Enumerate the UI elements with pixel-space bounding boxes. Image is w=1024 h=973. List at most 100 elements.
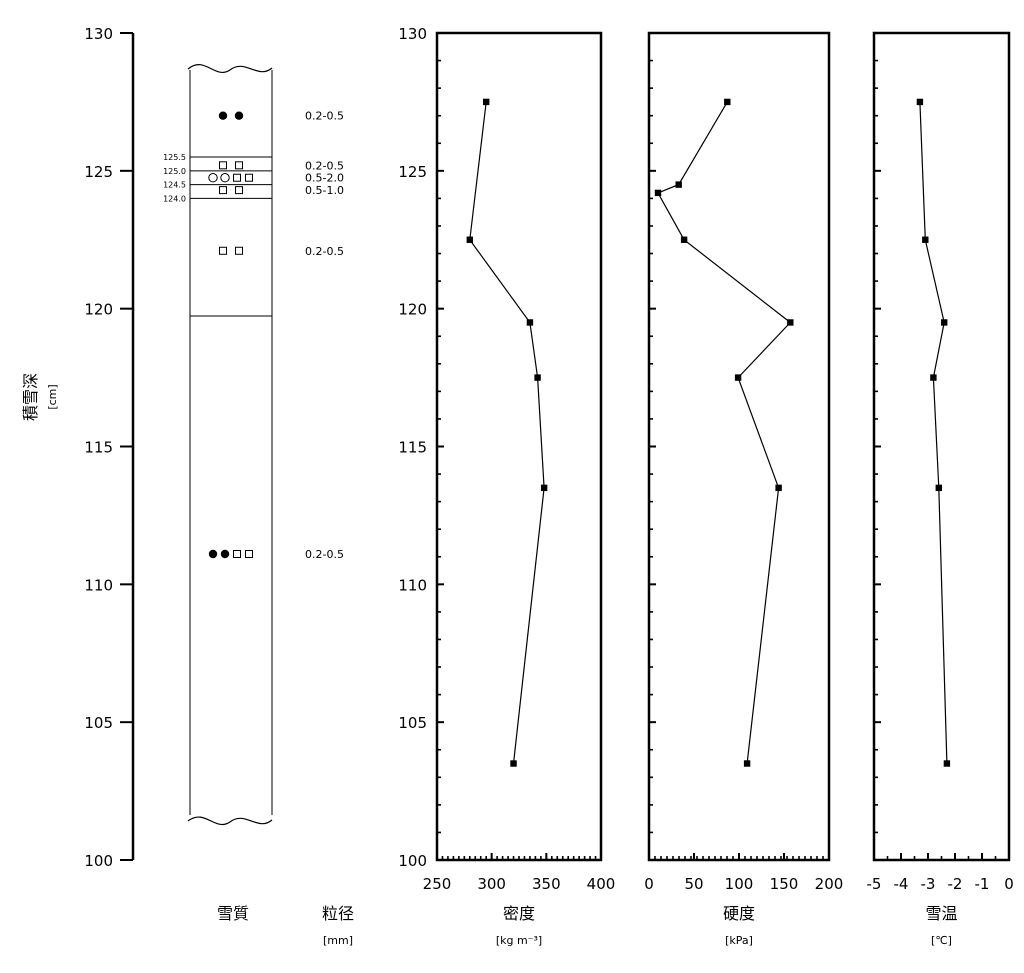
- faceted-grain-symbol: [233, 550, 241, 559]
- depth-tick-label: 130: [84, 25, 113, 43]
- data-point: [943, 760, 951, 767]
- faceted-grain-symbol: [245, 173, 253, 182]
- grain-size-value: 0.2-0.5: [305, 548, 344, 561]
- y-tick-label: 125: [398, 163, 427, 181]
- data-point: [680, 236, 688, 243]
- x-axis-label: 硬度: [723, 904, 755, 923]
- x-tick-label: 100: [725, 875, 754, 893]
- y-tick-label: 100: [398, 852, 427, 870]
- y-tick-label: 105: [398, 714, 427, 732]
- data-point: [675, 181, 682, 188]
- data-point: [935, 484, 942, 492]
- data-point: [654, 189, 662, 197]
- snow-type-symbols: [208, 111, 253, 559]
- x-tick-label: 200: [815, 875, 844, 893]
- data-point: [483, 98, 490, 106]
- grain-size-value: 0.5-1.0: [305, 184, 344, 197]
- y-tick-label: 115: [398, 439, 427, 457]
- x-tick-label: 250: [423, 875, 452, 893]
- data-point: [916, 98, 924, 106]
- rounded-grain-symbol: [218, 111, 228, 120]
- plot-frame: [435, 31, 603, 862]
- data-point: [787, 319, 794, 326]
- y-tick-label: 120: [398, 301, 427, 319]
- data-point: [526, 319, 534, 326]
- plot-frame: [647, 31, 831, 862]
- column-bottom-break: [187, 816, 273, 826]
- grain-size-value: 0.5-2.0: [305, 172, 344, 185]
- series-line: [657, 101, 792, 764]
- depth-tick-label: 115: [84, 439, 113, 457]
- grain-size-header: 粒径: [322, 904, 354, 923]
- x-axis-unit: [kPa]: [725, 934, 753, 947]
- grain-size-value: 0.2-0.5: [305, 245, 344, 258]
- depth-tick-label: 125: [84, 163, 113, 181]
- y-tick-label: 110: [398, 576, 427, 594]
- faceted-grain-symbol: [219, 161, 227, 170]
- x-tick-label: 0: [644, 875, 654, 893]
- rounded-grain-symbol: [220, 549, 230, 559]
- depth-tick-label: 120: [84, 301, 113, 319]
- depth-tick-label: 105: [84, 714, 113, 732]
- depth-tick-label: 100: [84, 852, 113, 870]
- faceted-grain-symbol: [235, 246, 243, 255]
- melt-form-symbol: [208, 173, 218, 183]
- faceted-grain-symbol: [235, 186, 243, 195]
- data-point: [743, 760, 751, 767]
- x-tick-label: 400: [587, 875, 616, 893]
- layer-boundary-label: 125.0: [163, 167, 186, 176]
- data-point: [540, 484, 548, 492]
- x-tick-label: -3: [921, 875, 936, 893]
- data-point: [724, 98, 731, 106]
- data-point: [922, 236, 929, 243]
- data-point: [775, 484, 782, 492]
- data-point: [941, 319, 948, 326]
- x-tick-label: 0: [1004, 875, 1014, 893]
- x-axis-label: 密度: [503, 904, 535, 923]
- x-tick-label: 350: [532, 875, 561, 893]
- depth-tick-label: 110: [84, 576, 113, 594]
- grain-size-labels: 0.2-0.50.2-0.50.5-2.00.5-1.00.2-0.50.2-0…: [305, 110, 344, 561]
- rounded-grain-symbol: [208, 549, 218, 559]
- faceted-grain-symbol: [233, 173, 241, 182]
- plot-frame: [872, 31, 1011, 862]
- x-tick-label: -1: [975, 875, 990, 893]
- rounded-grain-symbol: [234, 111, 244, 120]
- y-tick-label: 130: [398, 25, 427, 43]
- faceted-grain-symbol: [235, 161, 243, 170]
- data-point: [734, 374, 742, 381]
- depth-axis-ticks: 130 125 120 115 110 105 100: [84, 25, 133, 870]
- grain-size-value: 0.2-0.5: [305, 159, 344, 172]
- x-tick-label: 150: [770, 875, 799, 893]
- x-tick-label: -5: [867, 875, 882, 893]
- data-point: [466, 236, 473, 243]
- layer-boundary-label: 124.5: [163, 181, 186, 190]
- column-top-break: [187, 64, 273, 73]
- data-point: [930, 374, 937, 381]
- x-axis-unit: [℃]: [931, 934, 952, 947]
- layer-boundary-label: 125.5: [163, 153, 186, 162]
- profile-chart-1: 250 300 350 400 130 125 120 115 110 105 100 密度 [kg m…: [398, 25, 615, 947]
- grain-size-unit: [mm]: [323, 934, 353, 947]
- x-axis-unit: [kg m⁻³]: [496, 934, 542, 947]
- snow-type-header: 雪質: [217, 904, 249, 923]
- snow-column: [187, 64, 273, 826]
- faceted-grain-symbol: [245, 550, 253, 559]
- x-tick-label: -4: [894, 875, 909, 893]
- faceted-grain-symbol: [219, 246, 227, 255]
- melt-form-symbol: [220, 173, 230, 183]
- x-tick-label: 300: [477, 875, 506, 893]
- data-point: [510, 760, 517, 767]
- depth-axis-unit: [cm]: [46, 384, 59, 409]
- x-tick-label: -2: [948, 875, 963, 893]
- faceted-grain-symbol: [219, 186, 227, 195]
- data-point: [534, 374, 541, 381]
- series-line: [919, 101, 948, 764]
- profile-charts: 250 300 350 400 130 125 120 115 110 105 100 密度 [kg m…: [398, 25, 1013, 947]
- depth-axis-label: 積雪深: [21, 373, 40, 421]
- grain-size-value: 0.2-0.5: [305, 110, 344, 123]
